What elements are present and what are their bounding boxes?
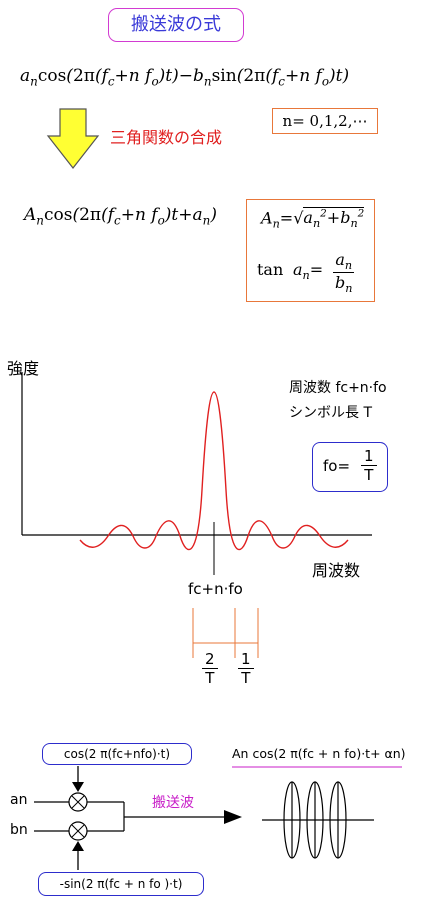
y-axis-label: 強度 <box>7 359 40 378</box>
n-values-text: n= 0,1,2,⋯ <box>282 112 368 130</box>
down-arrow-icon <box>46 108 100 169</box>
title-text: 搬送波の式 <box>131 14 221 35</box>
modulator-diagram <box>34 766 402 870</box>
frequency-label: 周波数 fc+n·fo <box>289 380 387 396</box>
synthesis-label: 三角関数の合成 <box>110 128 223 147</box>
output-formula-label: An cos(2 π(fc + n fo)·t+ αn) <box>232 746 406 761</box>
cos-input-box: cos(2 π(fc+nfo)·t) <box>42 743 192 765</box>
sin-input-box: -sin(2 π(fc + n fo )·t) <box>38 872 204 896</box>
fo-equation-box: fo= 1 T <box>312 442 388 492</box>
sinc-curve <box>79 391 349 551</box>
width-2-over-T: 2 T <box>202 650 218 687</box>
title-box: 搬送波の式 <box>108 8 244 42</box>
output-arrowhead-icon <box>224 810 242 824</box>
carrier-formula-combined: Ancos(2π(fc+n fo)t+an) <box>24 205 217 228</box>
spectrum-chart <box>21 372 372 658</box>
carrier-label: 搬送波 <box>152 795 194 811</box>
n-values-box: n= 0,1,2,⋯ <box>272 108 378 134</box>
amplitude-equation: An=√an2+bn2 <box>261 207 365 231</box>
carrier-waveform-icon <box>283 781 347 859</box>
carrier-formula-expanded: ancos(2π(fc+n fo)t)−bnsin(2π(fc+n fo)t) <box>20 66 350 89</box>
symbol-length-label: シンボル長 T <box>289 405 373 421</box>
x-axis-label: 周波数 <box>312 561 361 580</box>
cos-arrowhead-icon <box>72 782 84 792</box>
width-1-over-T: 1 T <box>238 650 254 687</box>
amplitude-formula-box: An=√an2+bn2 tan an= an bn <box>246 199 375 302</box>
center-frequency-label: fc+n·fo <box>188 580 243 598</box>
bn-input-label: bn <box>10 822 28 838</box>
sin-arrowhead-icon <box>72 841 84 851</box>
an-input-label: an <box>10 792 28 808</box>
